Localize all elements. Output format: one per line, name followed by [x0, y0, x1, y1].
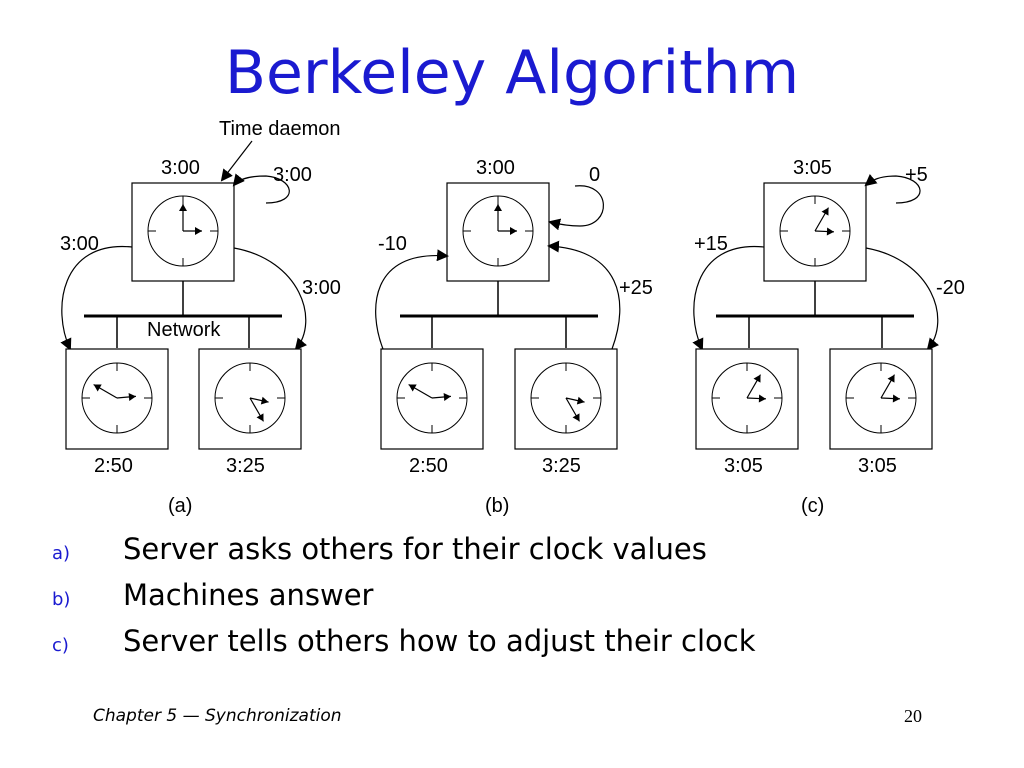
minute-hand-tip	[408, 384, 417, 392]
left-link-arrow	[692, 246, 765, 351]
daemon-clock-face	[779, 195, 851, 267]
daemon-self-arrow	[232, 173, 290, 204]
bullet-text: Server asks others for their clock value…	[123, 532, 707, 566]
daemon-self-label: +5	[905, 164, 928, 186]
right-link-arrow	[233, 247, 307, 351]
minute-hand-tip	[572, 413, 580, 422]
hour-hand-tip	[576, 396, 585, 405]
right-link-label: 3:00	[302, 277, 341, 299]
daemon-self-label: 0	[589, 164, 600, 186]
minute-hand-tip	[494, 204, 502, 211]
panel-caption: (b)	[485, 495, 509, 517]
footer-chapter: Chapter 5 — Synchronization	[93, 706, 342, 726]
daemon-self-label: 3:00	[273, 164, 312, 186]
time-daemon-label: Time daemon	[219, 118, 341, 140]
bullet-text: Server tells others how to adjust their …	[123, 624, 756, 658]
time-daemon-pointer	[220, 140, 253, 182]
panel-a: 3:00 3:00 Network 3:00 3:00 2:50 3:25 (a…	[60, 157, 341, 517]
right-link-label: +25	[619, 277, 653, 299]
daemon-self-arrow	[548, 185, 604, 231]
daemon-clock-face	[462, 195, 534, 267]
left-link-label: -10	[378, 233, 407, 255]
right-link-label: -20	[936, 277, 965, 299]
machine-clock-face	[711, 362, 783, 434]
right-link-arrow	[865, 247, 939, 351]
machine-time-label: 3:25	[226, 455, 265, 477]
daemon-time-label: 3:05	[793, 157, 832, 179]
left-link-label: 3:00	[60, 233, 99, 255]
machine-time-label: 2:50	[94, 455, 133, 477]
hour-hand-tip	[510, 227, 517, 235]
machine-clock-face	[530, 362, 602, 434]
machine-clock-face	[214, 362, 286, 434]
network-label: Network	[147, 319, 221, 341]
left-link-arrow	[60, 246, 133, 351]
daemon-time-label: 3:00	[476, 157, 515, 179]
bullet-item: b) Machines answer	[52, 578, 756, 624]
bullet-list: a) Server asks others for their clock va…	[52, 532, 756, 670]
hour-hand-tip	[195, 227, 202, 235]
panel-b: 3:00 0 -10 +25 2:50 3:25 (b)	[375, 157, 653, 517]
daemon-clock-face	[147, 195, 219, 267]
bullet-marker: c)	[52, 635, 69, 656]
machine-clock-face	[845, 362, 917, 434]
bullet-marker: b)	[52, 589, 71, 610]
hour-hand-tip	[758, 394, 766, 403]
panel-c: 3:05 +5 +15 -20 3:05 3:05 (c)	[692, 157, 965, 517]
left-link-label: +15	[694, 233, 728, 255]
hour-hand-tip	[826, 227, 834, 236]
minute-hand-tip	[887, 374, 895, 383]
panel-caption: (c)	[801, 495, 824, 517]
daemon-time-label: 3:00	[161, 157, 200, 179]
bullet-item: c) Server tells others how to adjust the…	[52, 624, 756, 670]
bullet-marker: a)	[52, 543, 71, 564]
daemon-self-arrow	[864, 173, 921, 204]
panel-caption: (a)	[168, 495, 192, 517]
hour-hand-tip	[260, 396, 269, 405]
bullet-item: a) Server asks others for their clock va…	[52, 532, 756, 578]
minute-hand-tip	[753, 374, 761, 383]
minute-hand-tip	[821, 207, 829, 216]
machine-time-label: 3:05	[858, 455, 897, 477]
minute-hand-tip	[256, 413, 264, 422]
hour-hand-tip	[443, 392, 451, 401]
left-link-arrow	[375, 249, 449, 350]
machine-clock-face	[396, 362, 468, 434]
right-link-arrow	[547, 240, 621, 350]
bullet-text: Machines answer	[123, 578, 374, 612]
machine-time-label: 2:50	[409, 455, 448, 477]
berkeley-diagram: Time daemon 3:00 3:00 Network 3:00 3:00 …	[60, 118, 965, 517]
hour-hand-tip	[128, 392, 136, 401]
minute-hand-tip	[93, 384, 102, 392]
slide-title: Berkeley Algorithm	[224, 38, 800, 108]
minute-hand-tip	[179, 204, 187, 211]
footer-page-number: 20	[904, 706, 922, 726]
hour-hand-tip	[892, 394, 900, 403]
machine-time-label: 3:25	[542, 455, 581, 477]
machine-time-label: 3:05	[724, 455, 763, 477]
machine-clock-face	[81, 362, 153, 434]
